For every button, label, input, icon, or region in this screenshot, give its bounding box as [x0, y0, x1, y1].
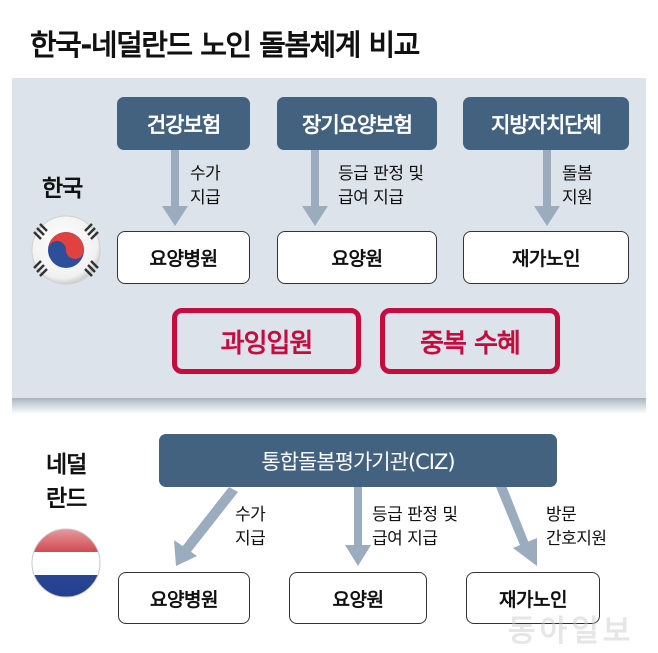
payer-local-government: 지방자치단체 [463, 97, 629, 150]
flow-note-line: 돌봄 [562, 164, 593, 184]
flow-note-line: 급여 지급 [372, 529, 438, 549]
flow-note-3: 돌봄 지원 [562, 162, 593, 210]
problem-stamp-over-hospitalization: 과잉입원 [172, 308, 361, 374]
nl-recipient-nursing-home: 요양원 [289, 572, 427, 624]
panel-shadow [12, 398, 646, 414]
nl-flow-note-3: 방문 간호지원 [546, 503, 607, 551]
payer-health-insurance: 건강보험 [117, 97, 250, 150]
flow-note-line: 지원 [562, 188, 593, 208]
payer-ltc-insurance: 장기요양보험 [277, 97, 437, 150]
problem-stamp-duplicate-benefits: 중복 수혜 [380, 308, 560, 374]
recipient-nursing-home: 요양원 [277, 231, 437, 284]
page-title: 한국-네덜란드 노인 돌봄체계 비교 [30, 28, 420, 62]
nl-flow-note-2: 등급 판정 및 급여 지급 [372, 503, 458, 551]
nl-recipient-home-elderly: 재가노인 [466, 572, 600, 624]
flow-note-line: 수가 [235, 505, 266, 525]
nl-flow-note-1: 수가 지급 [235, 503, 266, 551]
watermark: 동아일보 [508, 614, 635, 649]
recipient-home-elderly: 재가노인 [463, 231, 629, 284]
flow-note-line: 수가 [190, 164, 221, 184]
flow-note-1: 수가 지급 [190, 162, 221, 210]
netherlands-label-line: 란드 [46, 486, 87, 512]
nl-recipient-nursing-hospital: 요양병원 [118, 572, 250, 624]
flow-note-line: 지급 [190, 188, 221, 208]
flow-note-line: 등급 판정 및 [338, 164, 424, 184]
flow-note-line: 등급 판정 및 [372, 505, 458, 525]
korea-label: 한국 [42, 176, 83, 202]
flow-note-line: 지급 [235, 529, 266, 549]
netherlands-label-line: 네덜 [46, 452, 87, 478]
flow-note-line: 급여 지급 [338, 188, 404, 208]
flow-note-line: 간호지원 [546, 529, 607, 549]
recipient-nursing-hospital: 요양병원 [117, 231, 250, 284]
netherlands-label: 네덜 란드 [46, 448, 87, 516]
flow-note-line: 방문 [546, 505, 577, 525]
flow-note-2: 등급 판정 및 급여 지급 [338, 162, 424, 210]
agency-ciz: 통합돌봄평가기관(CIZ) [159, 434, 557, 487]
